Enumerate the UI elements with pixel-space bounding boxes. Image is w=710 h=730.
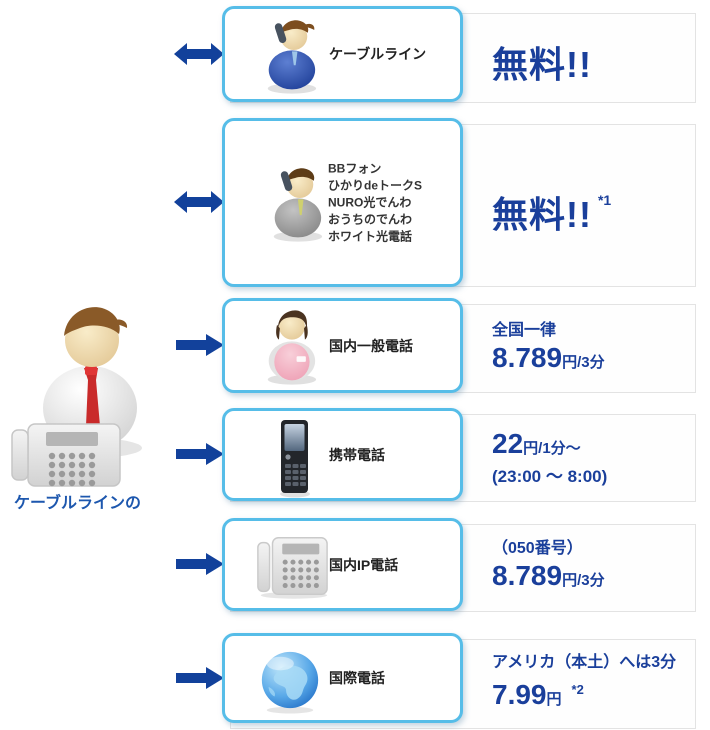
right-arrow-icon: [176, 334, 224, 356]
double-arrow-icon: [174, 191, 224, 213]
desk-phone-icon: [257, 537, 328, 599]
price-domestic-ip: （050番号） 8.789円/3分: [492, 540, 605, 591]
globe-icon: [261, 651, 319, 714]
price-mobile: 22円/1分～ (23:00 ～ 8:00): [492, 428, 608, 486]
price-international: アメリカ（本土）へは3分 7.99円*2: [492, 654, 677, 710]
service-box-mobile-phone: 携帯電話: [222, 408, 463, 501]
service-box-bb-phone-group: BBフォン ひかりdeトークS NURO光でんわ おうちのでんわ ホワイト光電話: [222, 118, 463, 287]
person-blue-suit-phone-icon: [267, 20, 317, 94]
service-label: 国内一般電話: [329, 337, 413, 354]
service-box-domestic-ip-phone: 国内IP電話: [222, 518, 463, 611]
mobile-phone-icon: [280, 420, 310, 498]
footnote-marker: *2: [571, 682, 584, 697]
service-box-domestic-general-phone: 国内一般電話: [222, 298, 463, 393]
right-arrow-icon: [176, 667, 224, 689]
service-label: 国内IP電話: [329, 556, 399, 573]
service-label: 携帯電話: [329, 446, 385, 463]
right-arrow-icon: [176, 443, 224, 465]
service-list: BBフォン ひかりdeトークS NURO光でんわ おうちのでんわ ホワイト光電話: [328, 161, 423, 243]
source-label: ケーブルラインの: [14, 495, 142, 512]
person-pink-operator-icon: [267, 310, 317, 385]
price-cable-line: 無料!!: [492, 44, 592, 85]
double-arrow-icon: [174, 43, 224, 65]
service-label: 国際電話: [329, 670, 385, 686]
cable-line-user-with-desk-phone-icon: [11, 307, 142, 487]
person-gray-suit-phone-icon: [273, 168, 323, 242]
service-box-international-phone: 国際電話: [222, 633, 463, 723]
service-label: ケーブルライン: [329, 46, 427, 62]
price-domestic-general: 全国一律 8.789円/3分: [492, 322, 605, 373]
footnote-marker: *1: [597, 192, 612, 208]
right-arrow-icon: [176, 553, 224, 575]
price-bb-phone-group: 無料!!*1: [492, 192, 612, 235]
service-box-cable-line: ケーブルライン: [222, 6, 463, 102]
